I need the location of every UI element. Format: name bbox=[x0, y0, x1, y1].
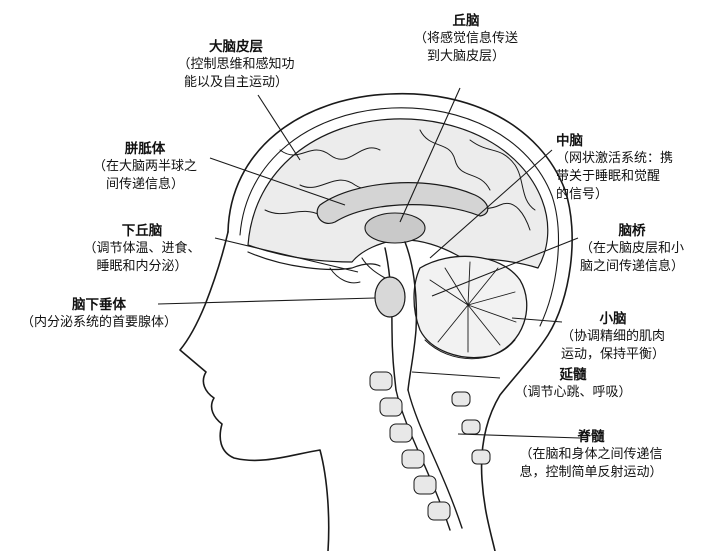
face-profile bbox=[179, 231, 330, 551]
desc-pituitary-line-1: （内分泌系统的首要腺体） bbox=[20, 315, 177, 330]
desc-cerebral-cortex-line-1: （控制思维和感知功 bbox=[177, 57, 295, 72]
desc-thalamus-line-2: 到大脑皮层） bbox=[426, 49, 505, 64]
desc-cerebellum-line-1: （协调精细的肌肉 bbox=[560, 329, 665, 344]
desc-cerebral-cortex-line-2: 能以及自主运动） bbox=[183, 75, 288, 90]
vertebrae bbox=[369, 371, 491, 521]
desc-corpus-callosum-line-1: （在大脑两半球之 bbox=[92, 159, 197, 174]
label-pons: 脑桥 （在大脑皮层和小 脑之间传递信息） bbox=[562, 222, 702, 276]
desc-pons-line-1: （在大脑皮层和小 bbox=[579, 241, 684, 256]
title-corpus-callosum: 胼胝体 bbox=[124, 141, 166, 157]
desc-corpus-callosum-line-2: 间传递信息） bbox=[105, 177, 184, 192]
thalamus bbox=[364, 212, 426, 244]
desc-cerebellum-line-2: 运动，保持平衡） bbox=[560, 347, 665, 362]
skull-inner bbox=[239, 107, 559, 327]
desc-midbrain-line-1: （网状激活系统：携 bbox=[556, 151, 674, 166]
desc-hypothalamus-line-1: （调节体温、进食、 bbox=[83, 241, 201, 256]
label-hypothalamus: 下丘脑 （调节体温、进食、 睡眠和内分泌） bbox=[72, 222, 212, 276]
desc-pons-line-2: 脑之间传递信息） bbox=[579, 259, 684, 274]
label-cerebral-cortex: 大脑皮层 （控制思维和感知功 能以及自主运动） bbox=[170, 38, 302, 92]
title-cerebellum: 小脑 bbox=[599, 311, 627, 327]
cerebellum bbox=[413, 255, 528, 359]
desc-spinal-cord-line-1: （在脑和身体之间传递信 bbox=[519, 447, 663, 462]
title-thalamus: 丘脑 bbox=[452, 13, 480, 29]
title-midbrain: 中脑 bbox=[556, 133, 583, 149]
desc-thalamus-line-1: （将感觉信息传送 bbox=[413, 31, 518, 46]
desc-spinal-cord-line-2: 息，控制简单反射运动） bbox=[519, 465, 663, 480]
desc-medulla-line-1: （调节心跳、呼吸） bbox=[514, 385, 632, 400]
title-pituitary: 脑下垂体 bbox=[72, 297, 126, 313]
label-midbrain: 中脑 （网状激活系统：携 带关于睡眠和觉醒 的信号） bbox=[556, 132, 696, 204]
label-spinal-cord: 脊髓 （在脑和身体之间传递信 息，控制简单反射运动） bbox=[504, 428, 678, 482]
desc-midbrain-line-3: 的信号） bbox=[556, 187, 609, 202]
pituitary bbox=[374, 276, 406, 318]
corpus-callosum bbox=[316, 182, 489, 224]
label-pituitary: 脑下垂体 （内分泌系统的首要腺体） bbox=[6, 296, 192, 332]
label-thalamus: 丘脑 （将感觉信息传送 到大脑皮层） bbox=[402, 12, 530, 66]
title-pons: 脑桥 bbox=[618, 223, 646, 239]
label-cerebellum: 小脑 （协调精细的肌肉 运动，保持平衡） bbox=[548, 310, 678, 364]
brainstem bbox=[404, 241, 418, 391]
label-corpus-callosum: 胼胝体 （在大脑两半球之 间传递信息） bbox=[82, 140, 208, 194]
title-cerebral-cortex: 大脑皮层 bbox=[209, 39, 263, 55]
desc-hypothalamus-line-2: 睡眠和内分泌） bbox=[96, 259, 188, 274]
label-medulla: 延髓 （调节心跳、呼吸） bbox=[498, 366, 648, 402]
desc-midbrain-line-2: 带关于睡眠和觉醒 bbox=[556, 169, 661, 184]
title-spinal-cord: 脊髓 bbox=[577, 429, 605, 445]
title-hypothalamus: 下丘脑 bbox=[121, 223, 163, 239]
title-medulla: 延髓 bbox=[559, 367, 587, 383]
